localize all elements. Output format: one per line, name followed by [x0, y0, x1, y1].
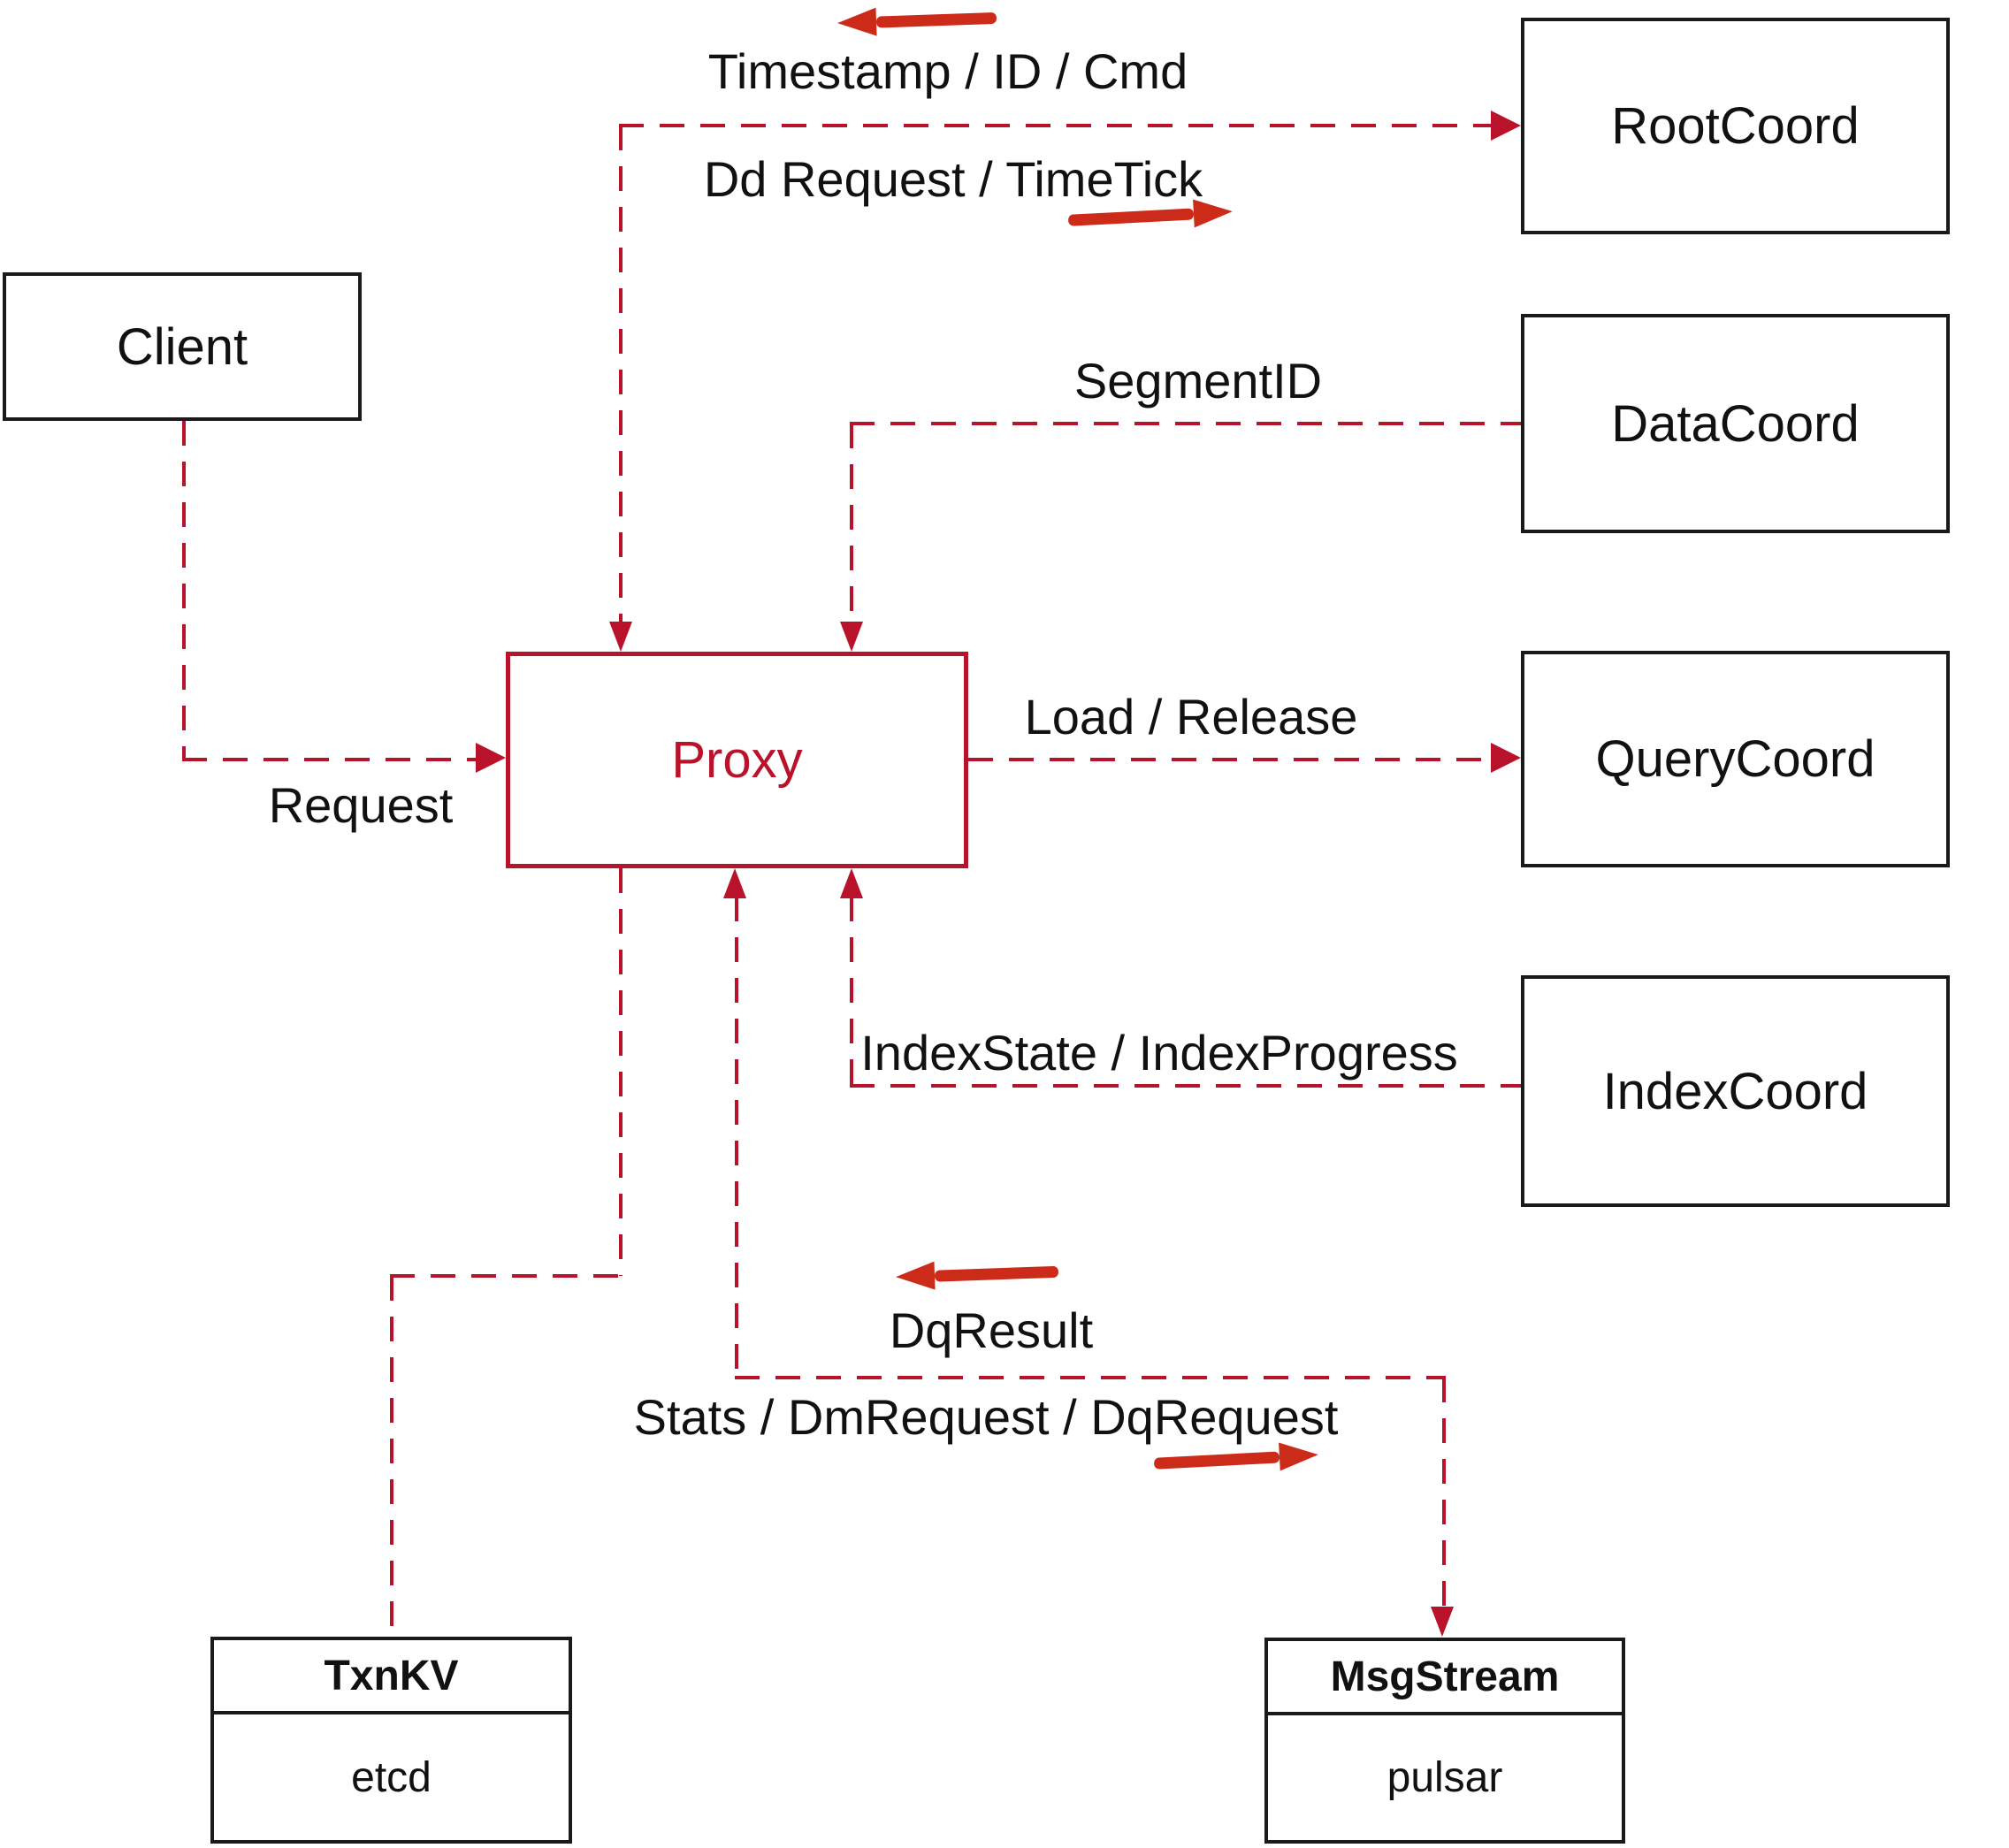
node-querycoord: QueryCoord [1521, 651, 1950, 867]
edge-label-dd-request-timetick: Dd Request / TimeTick [703, 151, 1203, 207]
edge-client-proxy-vertical [182, 421, 186, 758]
node-client: Client [3, 272, 362, 421]
edge-datacoord-proxy-vertical [850, 424, 853, 623]
edge-label-stats-dm-dq: Stats / DmRequest / DqRequest [633, 1389, 1339, 1445]
arrowhead-into-proxy-left-icon [476, 743, 506, 773]
edge-label-timestamp-id-cmd: Timestamp / ID / Cmd [707, 43, 1188, 99]
node-proxy: Proxy [506, 652, 968, 868]
arrowhead-into-proxy-top-2-icon [840, 622, 863, 652]
direction-arrow-left-icon [895, 1257, 1059, 1292]
edge-proxy-rootcoord-vertical [619, 126, 623, 623]
direction-arrow-left-icon [836, 4, 997, 38]
edge-proxy-txnkv-horizontal [390, 1274, 623, 1278]
arrowhead-into-msgstream-icon [1431, 1607, 1454, 1637]
node-indexcoord-label: IndexCoord [1602, 1062, 1868, 1120]
node-indexcoord: IndexCoord [1521, 975, 1950, 1207]
arrow-tip [836, 7, 877, 38]
arrowhead-into-proxy-top-1-icon [609, 622, 632, 652]
arrowhead-into-proxy-bottom-2-icon [840, 868, 863, 898]
node-querycoord-label: QueryCoord [1595, 730, 1875, 788]
arrowhead-into-proxy-bottom-1-icon [723, 868, 746, 898]
node-rootcoord-label: RootCoord [1611, 97, 1860, 155]
edge-proxy-txnkv-vertical-1 [619, 868, 623, 1276]
node-txnkv: TxnKV etcd [210, 1637, 572, 1844]
node-rootcoord: RootCoord [1521, 18, 1950, 234]
edge-indexcoord-proxy-horizontal [850, 1084, 1521, 1088]
edge-proxy-msgstream-vertical-2 [1442, 1378, 1446, 1607]
edge-proxy-msgstream-vertical-1 [735, 897, 738, 1378]
edge-datacoord-proxy-horizontal [850, 422, 1521, 425]
arrowhead-into-rootcoord-icon [1491, 111, 1521, 141]
node-msgstream-subtitle: pulsar [1386, 1754, 1503, 1801]
node-proxy-label: Proxy [671, 731, 803, 789]
edge-client-proxy-horizontal [182, 758, 476, 761]
edge-label-dq-result: DqResult [889, 1302, 1094, 1358]
edge-label-index-state: IndexState / IndexProgress [860, 1025, 1458, 1081]
node-msgstream-title: MsgStream [1268, 1641, 1622, 1715]
node-txnkv-subtitle: etcd [351, 1753, 432, 1801]
edge-label-request: Request [268, 777, 454, 833]
node-datacoord-label: DataCoord [1611, 394, 1860, 453]
node-txnkv-title: TxnKV [214, 1640, 569, 1714]
edge-label-load-release: Load / Release [1024, 689, 1358, 745]
arrowhead-into-querycoord-icon [1491, 743, 1521, 773]
node-msgstream: MsgStream pulsar [1264, 1638, 1625, 1844]
node-datacoord: DataCoord [1521, 314, 1950, 533]
arrow-tip [895, 1261, 936, 1292]
direction-arrow-right-icon [1153, 1440, 1319, 1478]
edge-proxy-rootcoord-horizontal [619, 124, 1491, 127]
edge-proxy-msgstream-horizontal [735, 1376, 1446, 1379]
edge-indexcoord-proxy-vertical [850, 897, 853, 1084]
edge-label-segment-id: SegmentID [1073, 353, 1323, 409]
edge-proxy-txnkv-vertical-2 [390, 1276, 393, 1637]
edge-proxy-querycoord [968, 758, 1491, 761]
node-client-label: Client [116, 317, 248, 376]
